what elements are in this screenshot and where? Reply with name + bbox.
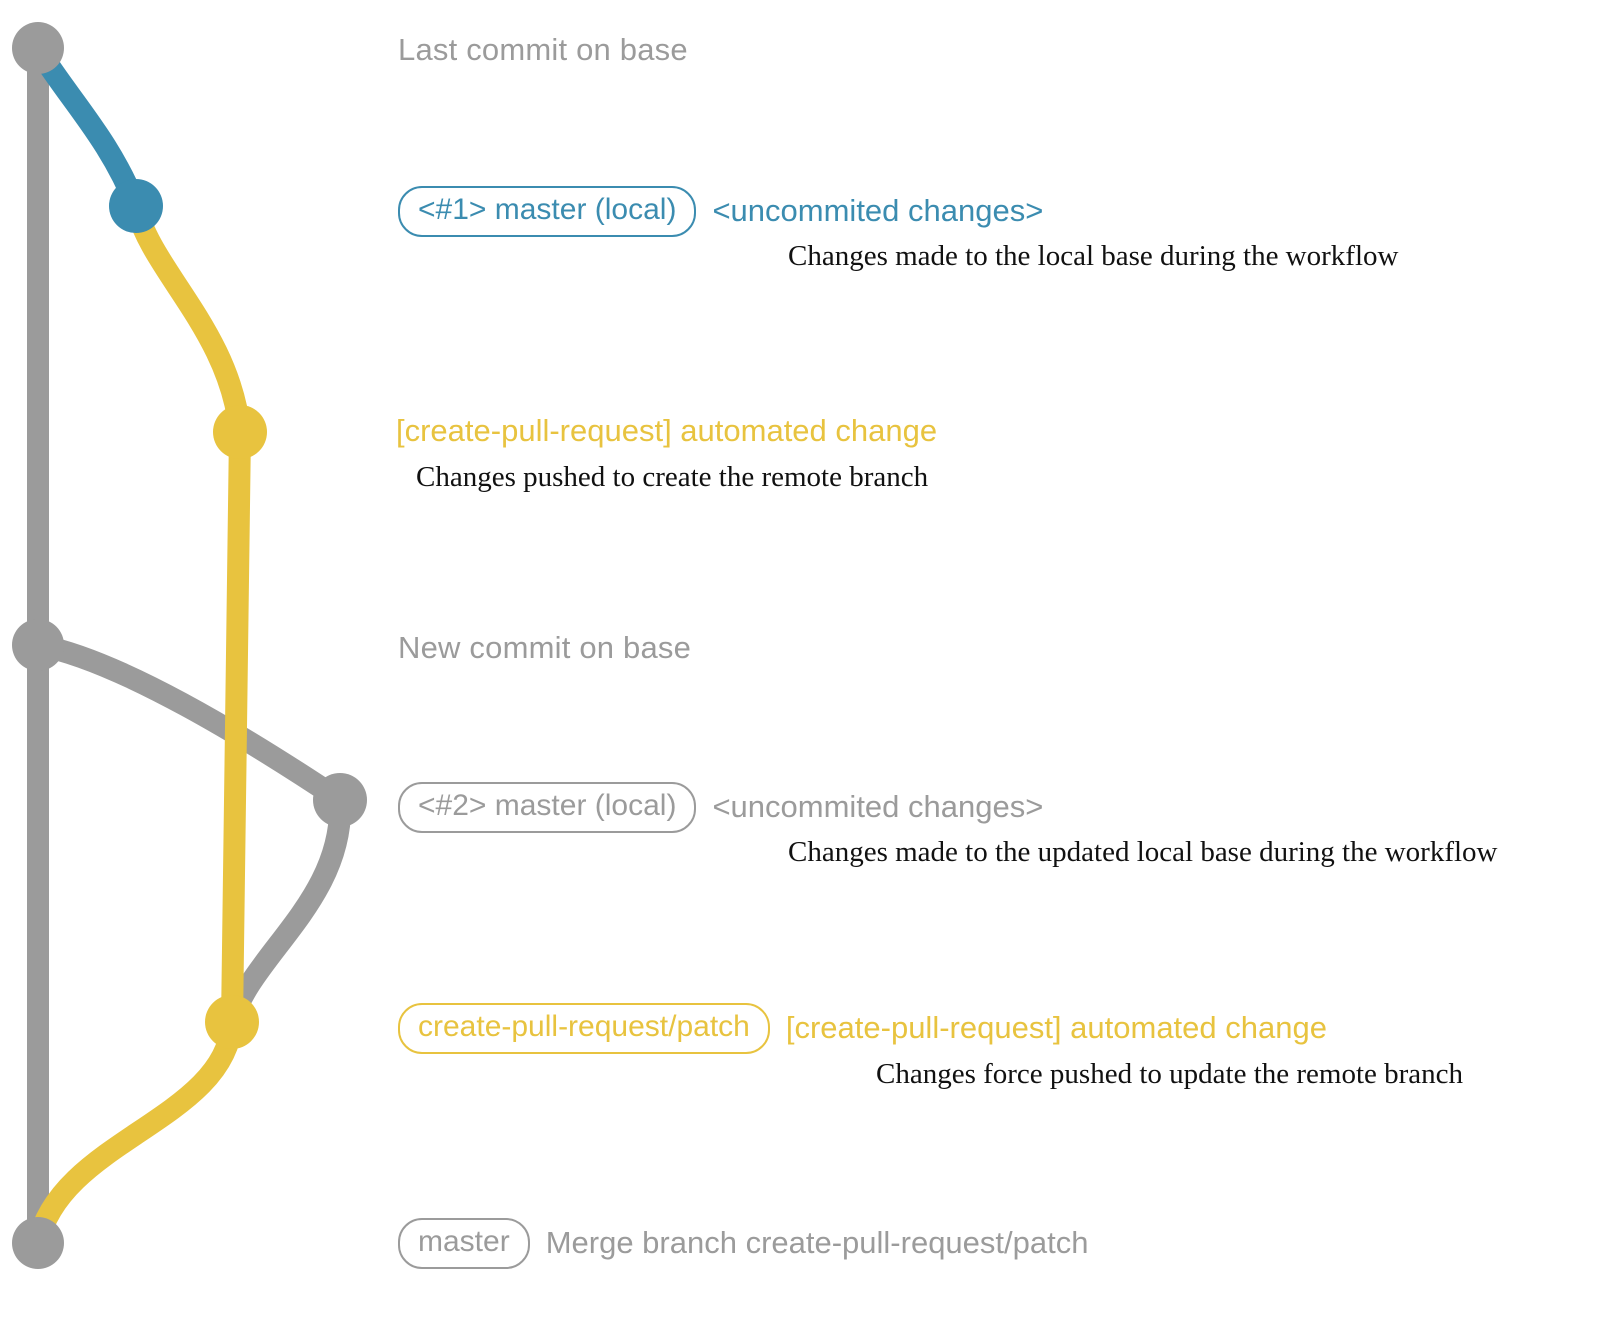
commit-node-merge-commit[interactable] xyxy=(12,1217,64,1269)
entry-merge-commit: master Merge branch create-pull-request/… xyxy=(398,1218,1088,1269)
commit-description-master-local-2: Changes made to the updated local base d… xyxy=(788,836,1498,868)
commit-subject-automated-change-1: [create-pull-request] automated change xyxy=(396,413,938,448)
commit-graph-svg xyxy=(12,22,367,1269)
commit-subject-master-local-1: <uncommited changes> xyxy=(712,193,1044,229)
commit-subject-merge-commit: Merge branch create-pull-request/patch xyxy=(545,1225,1089,1261)
entry-new-commit-on-base: New commit on base xyxy=(398,630,691,666)
patch-to-merge-line xyxy=(27,1011,243,1254)
entry-automated-change-2: create-pull-request/patch [create-pull-r… xyxy=(398,1003,1327,1054)
branch-badge-master[interactable]: master xyxy=(398,1218,530,1269)
commit-node-master-local-1[interactable] xyxy=(109,179,163,233)
commit-node-master-local-2[interactable] xyxy=(313,773,367,827)
base-to-local2-line xyxy=(27,634,351,811)
branch-badge-master-local-2[interactable]: <#2> master (local) xyxy=(398,782,697,833)
patch-lane-line xyxy=(221,421,251,1033)
commit-node-automated-change-1[interactable] xyxy=(213,405,267,459)
commit-node-automated-change-2[interactable] xyxy=(205,995,259,1049)
branch-badge-create-pull-request-patch[interactable]: create-pull-request/patch xyxy=(398,1003,770,1054)
commit-node-last-commit-on-base[interactable] xyxy=(12,22,64,74)
entry-last-commit-on-base: Last commit on base xyxy=(398,32,688,68)
entry-automated-change-1: [create-pull-request] automated change xyxy=(396,413,937,449)
commit-node-new-commit-on-base[interactable] xyxy=(12,619,64,671)
commit-description-automated-change-1: Changes pushed to create the remote bran… xyxy=(416,461,929,493)
commit-description-master-local-1: Changes made to the local base during th… xyxy=(788,240,1399,272)
commit-subject-automated-change-2: [create-pull-request] automated change xyxy=(785,1010,1327,1046)
entry-master-local-2: <#2> master (local) <uncommited changes> xyxy=(398,782,1043,833)
branch-badge-master-local-1[interactable]: <#1> master (local) xyxy=(398,186,697,237)
commit-description-automated-change-2: Changes force pushed to update the remot… xyxy=(876,1058,1464,1090)
entry-master-local-1: <#1> master (local) <uncommited changes> xyxy=(398,186,1043,237)
commit-subject-last-commit-on-base: Last commit on base xyxy=(398,32,688,67)
commit-subject-new-commit-on-base: New commit on base xyxy=(398,630,692,665)
commit-subject-master-local-2: <uncommited changes> xyxy=(712,789,1044,825)
